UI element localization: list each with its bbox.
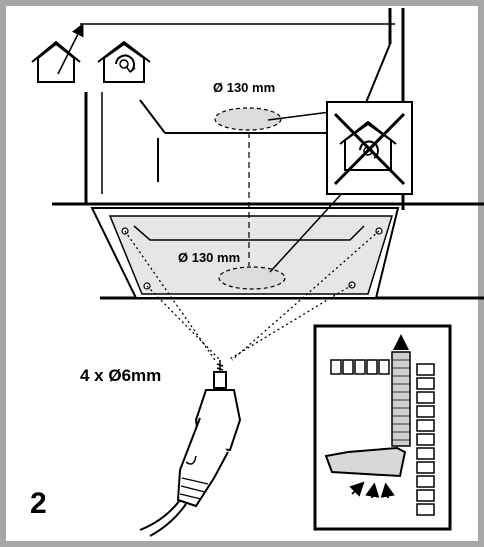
- drill-guide-lines: [124, 230, 380, 361]
- electric-drill: [139, 360, 242, 537]
- duct-holes: [214, 107, 286, 290]
- recirculation-not-allowed-callout: [267, 101, 413, 273]
- panel-duct-hole: [218, 266, 286, 290]
- recirculation-house-icon: [97, 40, 151, 83]
- step-number: 2: [30, 487, 47, 520]
- extraction-house-icon: [31, 23, 84, 83]
- drill-spec-label: 4 x Ø6mm: [80, 366, 161, 385]
- panel-hole-diameter-label: Ø 130 mm: [178, 250, 240, 265]
- ceiling-hole-diameter-label: Ø 130 mm: [213, 80, 275, 95]
- mounting-panel: [90, 207, 400, 299]
- duct-detail-inset: [313, 324, 452, 531]
